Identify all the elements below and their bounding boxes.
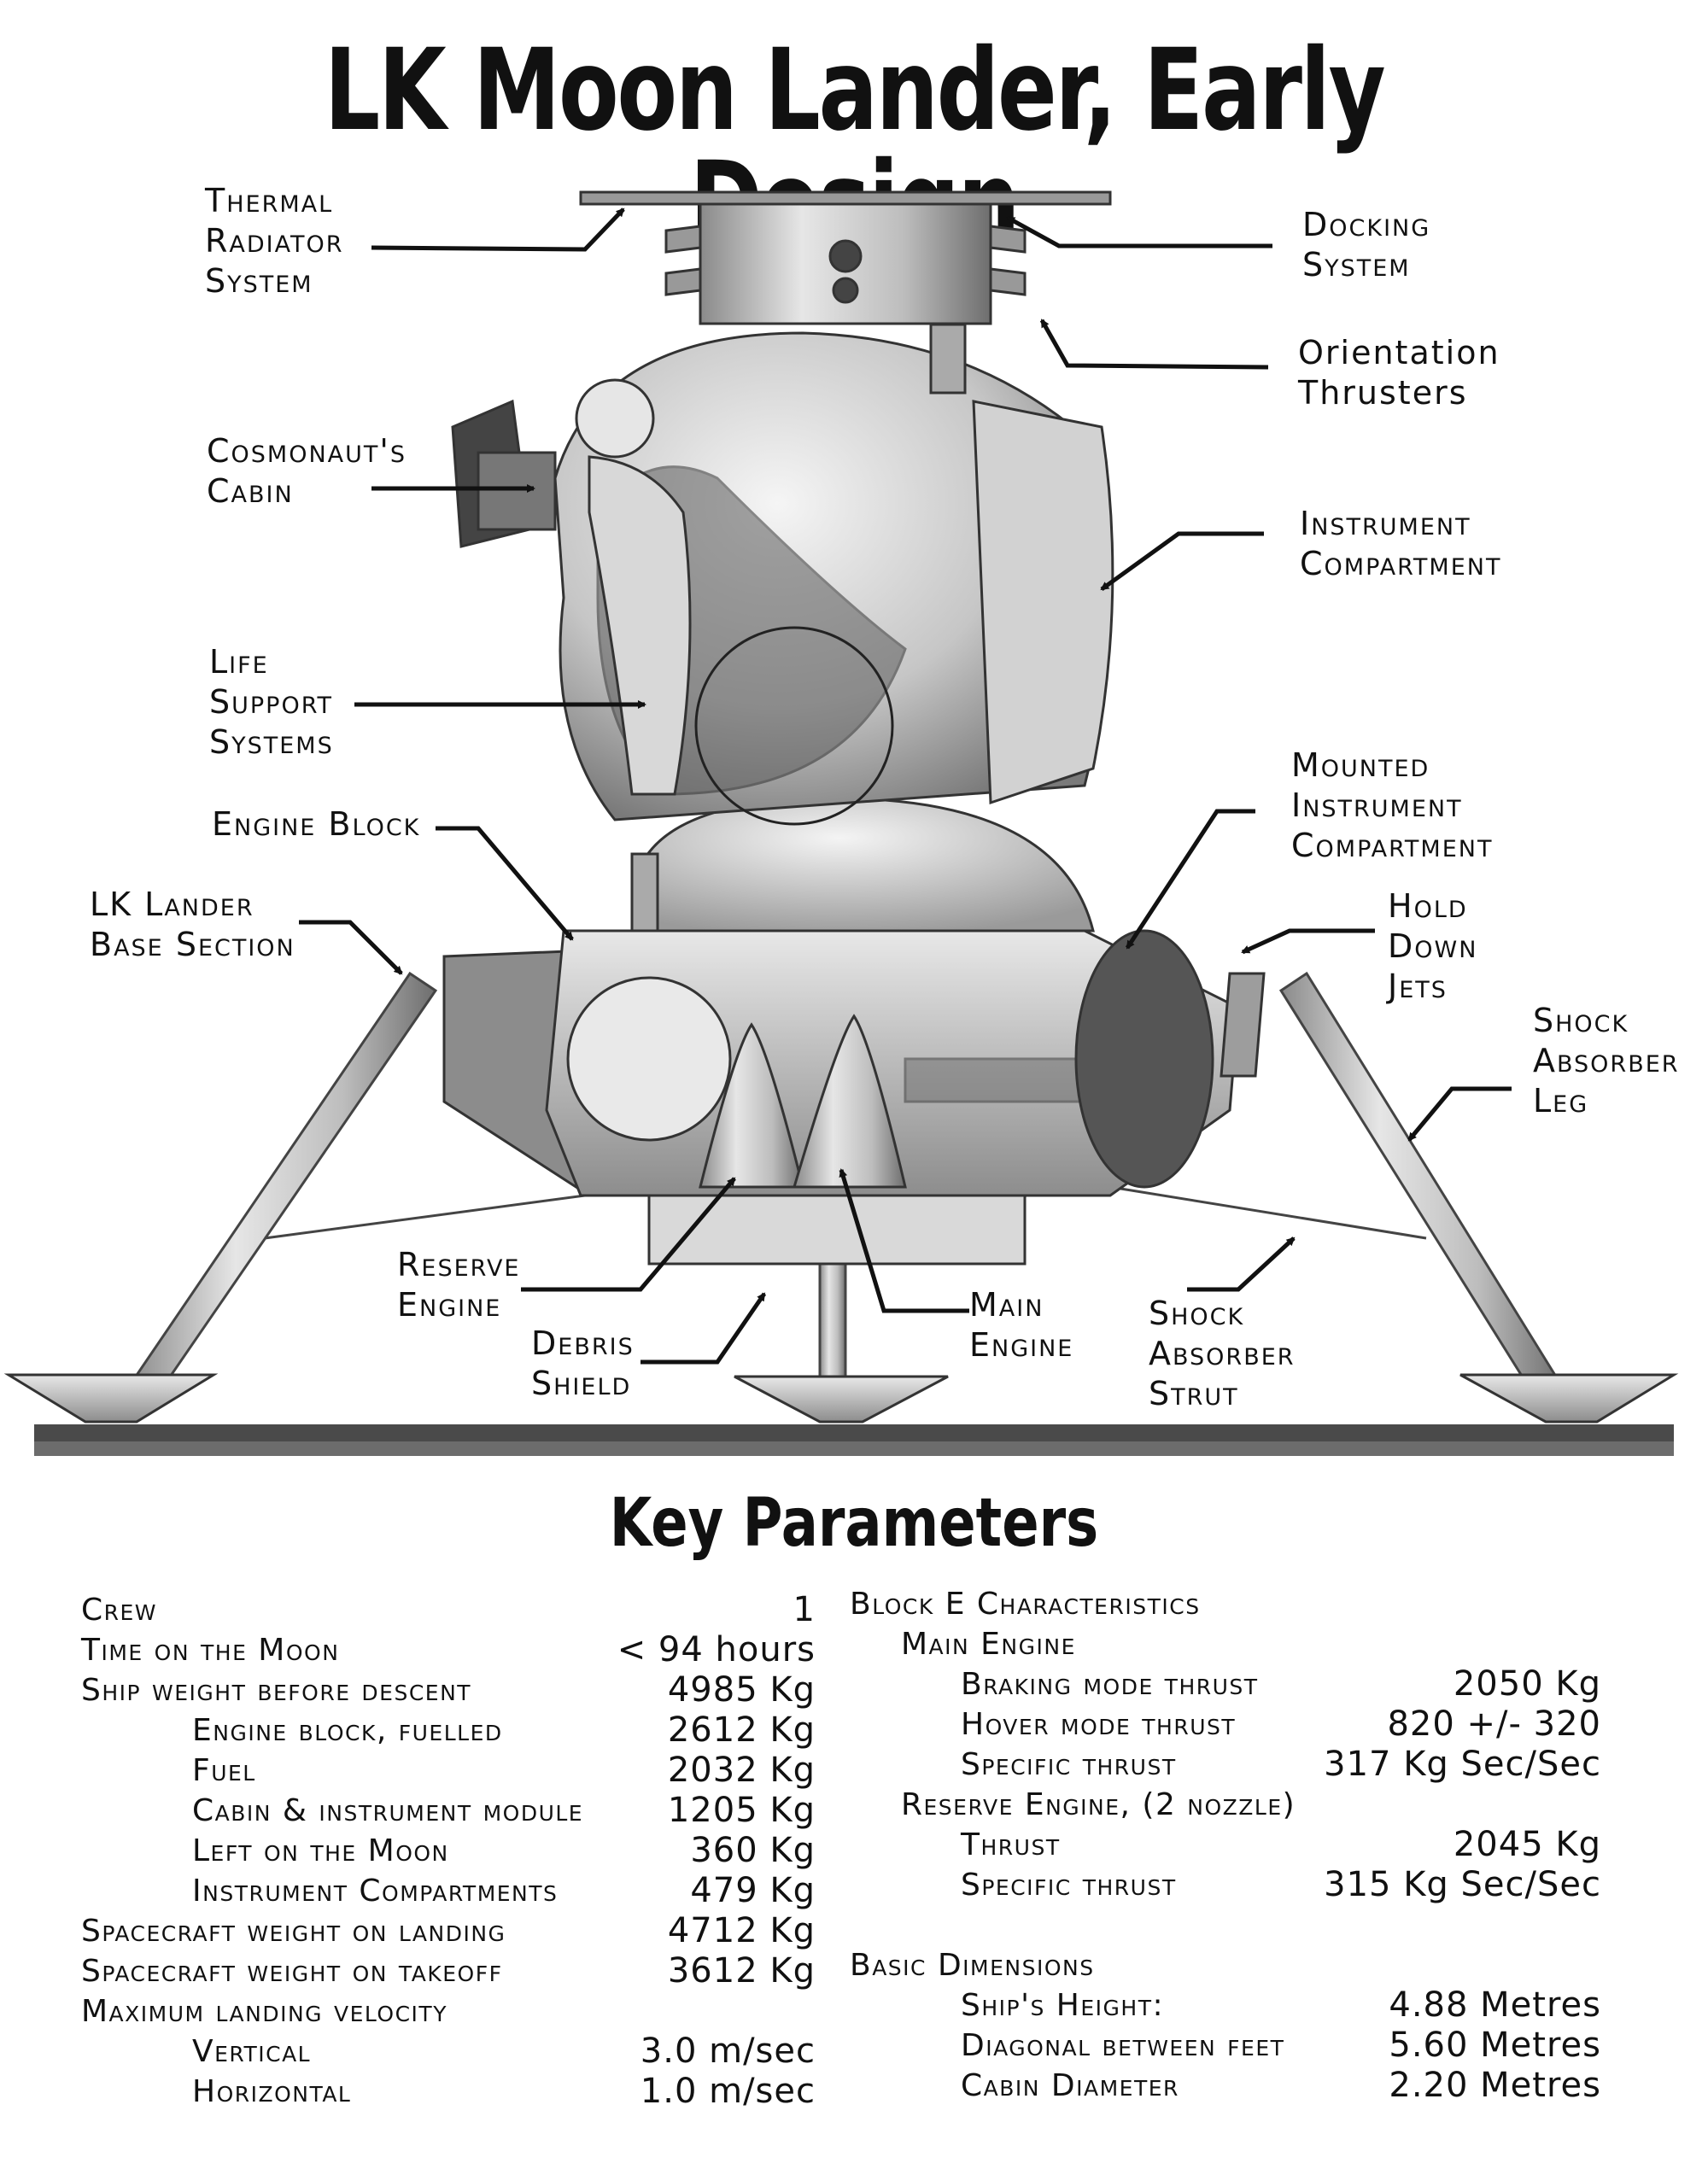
param-label: Ship's Height:: [961, 1988, 1165, 2023]
key-parameters-title: Key Parameters: [609, 1485, 1099, 1562]
callout-lines: [299, 208, 1512, 1365]
crew-cabin-sphere: [553, 331, 1114, 826]
label-docking-system: Docking System: [1302, 206, 1431, 284]
param-label: Specific thrust: [961, 1868, 1177, 1903]
param-row: [850, 1905, 1601, 1945]
param-value: 3.0 m/sec: [640, 2032, 816, 2071]
param-label: Cabin & instrument module: [192, 1793, 584, 1828]
param-row: Specific thrust 317 Kg Sec/Sec: [850, 1745, 1601, 1785]
param-value: 2612 Kg: [667, 1710, 816, 1750]
label-cosmonauts-cabin: Cosmonaut's Cabin: [207, 432, 407, 510]
param-value: 2032 Kg: [667, 1751, 816, 1790]
label-instrument-compartment: Instrument Compartment: [1300, 505, 1502, 582]
param-row: Horizontal 1.0 m/sec: [81, 2072, 816, 2112]
param-row: Crew 1: [81, 1590, 816, 1630]
param-row: Time on the Moon < 94 hours: [81, 1630, 816, 1670]
param-value: 820 +/- 320: [1387, 1704, 1601, 1744]
param-label: Time on the Moon: [81, 1633, 340, 1668]
param-label: Basic Dimensions: [850, 1948, 1095, 1983]
param-value: 479 Kg: [690, 1871, 816, 1910]
label-orientation-thrusters: Orientation Thrusters: [1298, 334, 1500, 412]
param-value: < 94 hours: [617, 1630, 816, 1669]
label-shock-absorber-leg: Shock Absorber Leg: [1533, 1002, 1680, 1120]
param-value: 5.60 Metres: [1389, 2026, 1601, 2065]
param-label: Diagonal between feet: [961, 2028, 1285, 2063]
param-label: Engine block, fuelled: [192, 1713, 503, 1748]
param-label: Fuel: [192, 1753, 256, 1788]
lower-dome: [630, 797, 1095, 932]
param-row: Cabin Diameter 2.20 Metres: [850, 2066, 1601, 2106]
docking-module: [579, 190, 1112, 395]
param-value: 1.0 m/sec: [640, 2072, 816, 2111]
lander-cutaway-diagram: [3, 190, 1679, 1456]
param-label: Maximum landing velocity: [81, 1994, 447, 2029]
param-label: Spacecraft weight on takeoff: [81, 1954, 503, 1989]
param-value: 1: [793, 1590, 816, 1629]
foot-pads: [3, 1373, 1679, 1424]
param-label: Spacecraft weight on landing: [81, 1914, 506, 1949]
param-label: Vertical: [192, 2034, 312, 2069]
param-value: 315 Kg Sec/Sec: [1324, 1865, 1601, 1904]
param-label: Reserve Engine, (2 nozzle): [901, 1787, 1296, 1822]
landing-legs: [126, 971, 1565, 1402]
param-label: Cabin Diameter: [961, 2068, 1179, 2103]
label-main-engine: Main Engine: [969, 1286, 1074, 1364]
param-label: Block E Characteristics: [850, 1587, 1201, 1622]
param-label: Crew: [81, 1593, 158, 1628]
label-mounted-instrument-compartment: Mounted Instrument Compartment: [1291, 746, 1494, 864]
param-row: Basic Dimensions: [850, 1945, 1601, 1985]
param-row: Braking mode thrust 2050 Kg: [850, 1664, 1601, 1704]
param-value: 317 Kg Sec/Sec: [1324, 1745, 1601, 1784]
param-row: Instrument Compartments 479 Kg: [81, 1871, 816, 1911]
param-row: Engine block, fuelled 2612 Kg: [81, 1710, 816, 1751]
param-label: Braking mode thrust: [961, 1667, 1259, 1702]
engine-nozzles: [699, 1014, 907, 1189]
param-label: Instrument Compartments: [192, 1874, 559, 1909]
param-value: 2050 Kg: [1453, 1664, 1601, 1704]
param-row: Fuel 2032 Kg: [81, 1751, 816, 1791]
param-label: Specific thrust: [961, 1747, 1177, 1782]
param-row: Cabin & instrument module 1205 Kg: [81, 1791, 816, 1831]
param-row: Reserve Engine, (2 nozzle): [850, 1785, 1601, 1825]
param-row: Spacecraft weight on takeoff 3612 Kg: [81, 1951, 816, 1991]
param-row: Ship weight before descent 4985 Kg: [81, 1670, 816, 1710]
param-row: Vertical 3.0 m/sec: [81, 2032, 816, 2072]
label-life-support-systems: Life Support Systems: [209, 643, 334, 761]
param-label: Hover mode thrust: [961, 1707, 1237, 1742]
param-row: Spacecraft weight on landing 4712 Kg: [81, 1911, 816, 1951]
param-row: Block E Characteristics: [850, 1584, 1601, 1624]
label-lk-lander-base-section: LK Lander Base Section: [90, 886, 295, 963]
param-row: Left on the Moon 360 Kg: [81, 1831, 816, 1871]
label-thermal-radiator-system: Thermal Radiator System: [205, 182, 344, 300]
label-shock-absorber-strut: Shock Absorber Strut: [1149, 1295, 1296, 1412]
param-value: 2045 Kg: [1453, 1825, 1601, 1864]
param-row: Specific thrust 315 Kg Sec/Sec: [850, 1865, 1601, 1905]
param-row: Hover mode thrust 820 +/- 320: [850, 1704, 1601, 1745]
param-label: Thrust: [961, 1827, 1061, 1862]
lunar-ground: [34, 1424, 1674, 1456]
param-value: 4.88 Metres: [1389, 1985, 1601, 2025]
param-label: Main Engine: [901, 1627, 1076, 1662]
param-value: 2.20 Metres: [1389, 2066, 1601, 2105]
param-label: Ship weight before descent: [81, 1673, 472, 1708]
param-row: Ship's Height: 4.88 Metres: [850, 1985, 1601, 2026]
param-label: Left on the Moon: [192, 1833, 449, 1868]
param-row: Thrust 2045 Kg: [850, 1825, 1601, 1865]
param-row: Maximum landing velocity: [81, 1991, 816, 2032]
label-hold-down-jets: Hold Down Jets: [1388, 887, 1478, 1005]
label-reserve-engine: Reserve Engine: [397, 1246, 521, 1324]
param-value: 4712 Kg: [667, 1911, 816, 1950]
param-row: Main Engine: [850, 1624, 1601, 1664]
param-row: Diagonal between feet 5.60 Metres: [850, 2026, 1601, 2066]
label-debris-shield: Debris Shield: [531, 1324, 635, 1402]
cosmonaut-figure: [451, 378, 692, 796]
param-value: 360 Kg: [690, 1831, 816, 1870]
param-label: Horizontal: [192, 2074, 352, 2109]
param-value: 3612 Kg: [667, 1951, 816, 1991]
label-engine-block: Engine Block: [212, 805, 421, 843]
param-value: 4985 Kg: [667, 1670, 816, 1710]
param-value: 1205 Kg: [667, 1791, 816, 1830]
